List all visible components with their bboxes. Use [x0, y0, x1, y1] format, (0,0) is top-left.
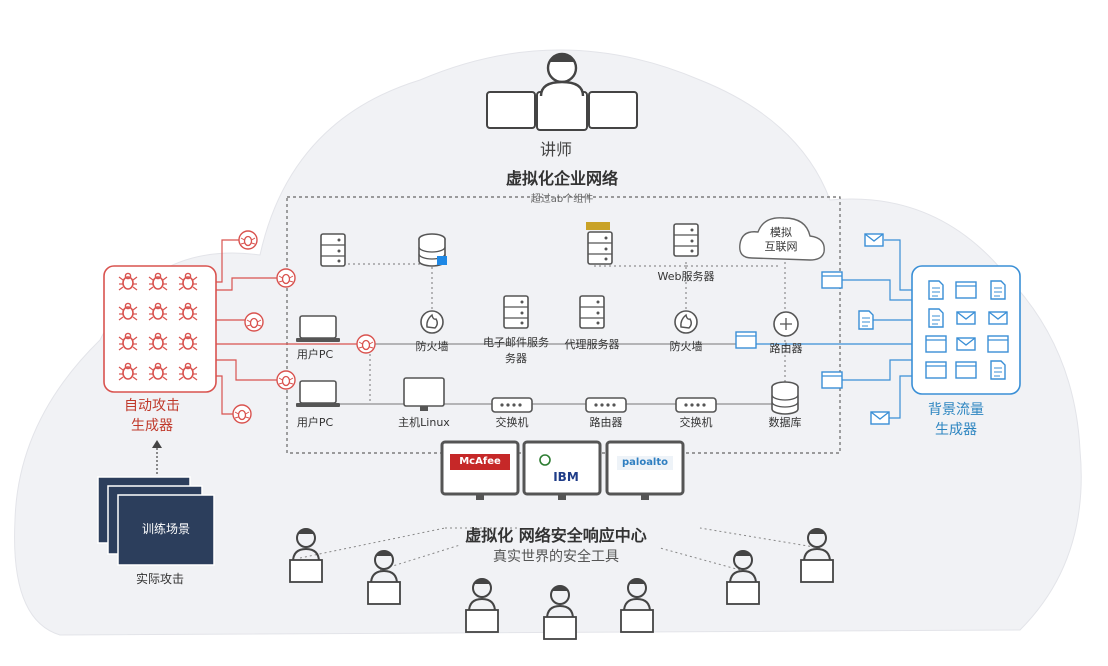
web-server-node — [673, 223, 699, 257]
internet-cloud-icon — [739, 217, 825, 261]
email-server-node — [503, 295, 529, 329]
attack-paths — [216, 239, 360, 415]
traffic-generator-label-line1: 背景流量 — [928, 402, 984, 418]
switch-left-label: 交换机 — [495, 416, 529, 429]
server-node-top-left — [320, 233, 346, 267]
email-server-label-line2: 务器 — [505, 352, 527, 365]
internet-label-line2: 互联网 — [764, 240, 798, 253]
scenario-card-label: 训练场景 — [141, 522, 191, 536]
router-node-bottom — [585, 397, 627, 413]
server-node-gold — [586, 222, 613, 265]
tool-mcafee: McAfee — [459, 456, 501, 467]
attack-generator-label-line2: 生成器 — [131, 418, 173, 434]
training-scenario-stack — [97, 476, 215, 566]
user-pc-laptop-top — [295, 315, 341, 343]
security-tool-monitors — [440, 440, 685, 500]
firewall-node-left — [420, 310, 444, 334]
up-arrow-icon — [152, 440, 162, 474]
database-node-windows — [418, 233, 447, 267]
attack-generator — [103, 265, 217, 393]
traffic-generator-label-line2: 生成器 — [935, 422, 977, 438]
tool-paloalto: paloalto — [621, 457, 669, 468]
host-linux-monitor — [403, 377, 445, 411]
email-server-label-line1: 电子邮件服务 — [483, 336, 549, 349]
switch-node-right — [675, 397, 717, 413]
user-pc-bottom-label: 用户PC — [296, 416, 334, 429]
host-linux-label: 主机Linux — [398, 416, 450, 429]
router-bottom-label: 路由器 — [589, 416, 623, 429]
soc-title: 虚拟化 网络安全响应中心 — [465, 526, 647, 545]
router-label: 路由器 — [769, 342, 803, 355]
web-server-label: Web服务器 — [657, 270, 715, 283]
database-node — [771, 381, 799, 415]
proxy-server-node — [579, 295, 605, 329]
attack-generator-label-line1: 自动攻击 — [124, 398, 180, 414]
cloud-background — [14, 49, 1082, 636]
database-label: 数据库 — [768, 416, 802, 429]
proxy-server-label: 代理服务器 — [564, 338, 620, 351]
enterprise-title: 虚拟化企业网络 — [505, 169, 619, 188]
tool-ibm: IBM — [553, 470, 579, 484]
firewall-left-label: 防火墙 — [415, 340, 449, 353]
firewall-node-right — [674, 310, 698, 334]
scenario-caption: 实际攻击 — [135, 572, 185, 586]
soc-subtitle: 真实世界的安全工具 — [493, 549, 619, 565]
analysts — [289, 527, 834, 640]
enterprise-subtitle: 超过ab个组件 — [530, 194, 594, 205]
enterprise-boundary — [286, 196, 841, 454]
firewall-right-label: 防火墙 — [669, 340, 703, 353]
traffic-paths — [752, 239, 912, 419]
user-pc-top-label: 用户PC — [296, 348, 334, 361]
traffic-generator — [911, 265, 1021, 395]
user-pc-laptop-bottom — [295, 380, 341, 408]
switch-node-left — [491, 397, 533, 413]
switch-right-label: 交换机 — [679, 416, 713, 429]
internet-label-line1: 模拟 — [770, 226, 792, 239]
instructor-station — [486, 52, 638, 131]
instructor-label: 讲师 — [539, 140, 573, 159]
router-node — [773, 311, 799, 337]
